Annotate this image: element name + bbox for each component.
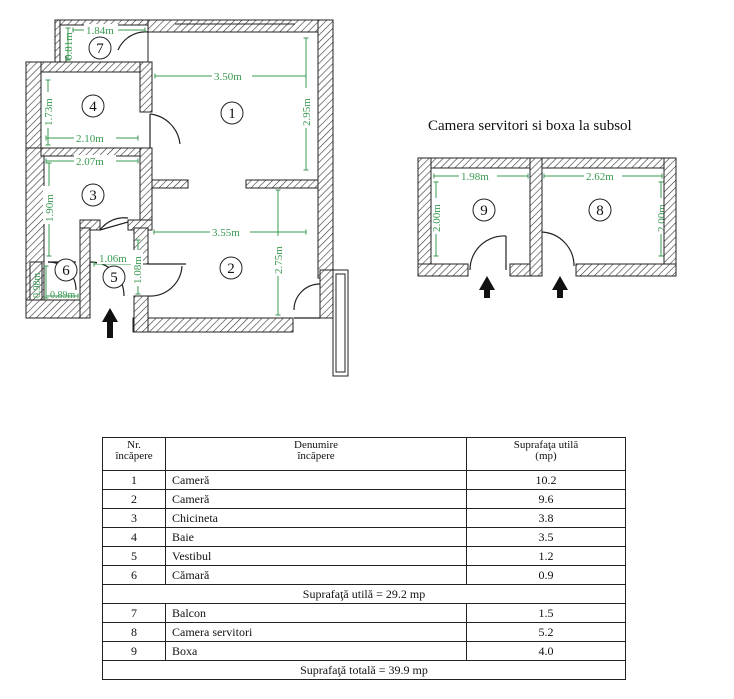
room-area-table: Nr. încăpere Denumire încăpere Suprafaţa… — [102, 437, 626, 680]
header-area-line2: (mp) — [535, 450, 557, 462]
entry-arrow-icon — [102, 308, 118, 338]
dim-pantry-depth: 0.98m — [32, 273, 43, 299]
cell-nr: 9 — [102, 641, 166, 661]
room-number-1: 1 — [228, 106, 236, 122]
dim-room3-width: 2.07m — [76, 156, 104, 168]
header-nr-line2: încăpere — [115, 450, 153, 462]
cell-nr: 7 — [102, 603, 166, 623]
cell-area: 3.8 — [466, 508, 626, 528]
cell-nr: 6 — [102, 565, 166, 585]
table-row: 4 Baie 3.5 — [102, 527, 626, 547]
table-row: 8 Camera servitori 5.2 — [102, 622, 626, 642]
cell-name: Balcon — [165, 603, 467, 623]
dim-room1-depth: 2.95m — [301, 98, 313, 126]
cell-area: 0.9 — [466, 565, 626, 585]
header-nr-line1: Nr. — [127, 439, 141, 451]
cell-area: 5.2 — [466, 622, 626, 642]
cell-nr: 3 — [102, 508, 166, 528]
basement-walls — [417, 157, 677, 277]
basement-arrow-9-icon — [479, 276, 495, 298]
room-number-5: 5 — [110, 270, 118, 286]
summary-row-total-area: Suprafaţă totală = 39.9 mp — [102, 660, 626, 680]
cell-name: Baie — [165, 527, 467, 547]
header-name: Denumire încăpere — [165, 437, 467, 471]
dim-hall-depth: 1.08m — [132, 256, 144, 284]
header-name-line1: Denumire — [294, 439, 338, 451]
table-row: 9 Boxa 4.0 — [102, 641, 626, 661]
cell-nr: 4 — [102, 527, 166, 547]
cell-area: 10.2 — [466, 470, 626, 490]
table-row: 7 Balcon 1.5 — [102, 603, 626, 623]
basement-title: Camera servitori si boxa la subsol — [428, 118, 632, 134]
dim-room4-width: 2.10m — [76, 133, 104, 145]
cell-name: Boxa — [165, 641, 467, 661]
cell-nr: 5 — [102, 546, 166, 566]
dim-room9-depth: 2.00m — [431, 204, 443, 232]
dim-hall-width: 1.06m — [99, 253, 127, 265]
summary-useful-area: Suprafaţă utilă = 29.2 mp — [102, 584, 626, 604]
table-row: 6 Cămară 0.9 — [102, 565, 626, 585]
cell-name: Chicineta — [165, 508, 467, 528]
room-markers: 7 1 4 3 2 6 5 9 8 — [54, 36, 612, 289]
right-balcony-frame — [332, 269, 349, 377]
pantry-frame — [29, 261, 43, 301]
cell-name: Vestibul — [165, 546, 467, 566]
room-number-2: 2 — [227, 261, 235, 277]
dim-room2-depth: 2.75m — [273, 246, 285, 274]
cell-name: Cameră — [165, 470, 467, 490]
room-number-4: 4 — [89, 99, 97, 115]
dim-room4-depth: 1.73m — [43, 98, 55, 126]
table-row: 2 Cameră 9.6 — [102, 489, 626, 509]
dimension-labels: 1.84m 0.81m 3.50m 2.95m 1.73m 2.10m 2.07… — [32, 24, 668, 301]
room-number-8: 8 — [596, 203, 604, 219]
cell-nr: 2 — [102, 489, 166, 509]
dim-room1-width: 3.50m — [214, 71, 242, 83]
cell-name: Camera servitori — [165, 622, 467, 642]
basement-entry-arrows — [479, 276, 568, 298]
dim-balcony-width: 1.84m — [86, 25, 114, 37]
apartment-walls — [25, 19, 334, 333]
cell-area: 1.5 — [466, 603, 626, 623]
windows — [25, 19, 295, 240]
room-number-3: 3 — [89, 188, 97, 204]
table-header-row: Nr. încăpere Denumire încăpere Suprafaţa… — [102, 437, 626, 471]
floor-plan: 1.84m 0.81m 3.50m 2.95m 1.73m 2.10m 2.07… — [25, 19, 677, 377]
room-number-9: 9 — [480, 203, 488, 219]
cell-area: 9.6 — [466, 489, 626, 509]
basement-arrow-8-icon — [552, 276, 568, 298]
dim-pantry-width: 0.89m — [50, 290, 76, 301]
table-row: 5 Vestibul 1.2 — [102, 546, 626, 566]
basement-doors — [469, 231, 575, 271]
dim-room9-width: 1.98m — [461, 171, 489, 183]
header-area-line1: Suprafaţa utilă — [513, 439, 579, 451]
cell-area: 3.5 — [466, 527, 626, 547]
cell-area: 1.2 — [466, 546, 626, 566]
header-nr: Nr. încăpere — [102, 437, 166, 471]
dim-room3-depth: 1.90m — [44, 194, 56, 222]
cell-name: Cameră — [165, 489, 467, 509]
room-number-6: 6 — [62, 263, 70, 279]
summary-row-useful-area: Suprafaţă utilă = 29.2 mp — [102, 584, 626, 604]
cell-area: 4.0 — [466, 641, 626, 661]
dim-room2-width: 3.55m — [212, 227, 240, 239]
header-area: Suprafaţa utilă (mp) — [466, 437, 626, 471]
dim-balcony-depth: 0.81m — [63, 32, 75, 60]
cell-nr: 1 — [102, 470, 166, 490]
room-number-7: 7 — [96, 41, 104, 57]
table-row: 3 Chicineta 3.8 — [102, 508, 626, 528]
cell-nr: 8 — [102, 622, 166, 642]
dim-room8-width: 2.62m — [586, 171, 614, 183]
header-name-line2: încăpere — [297, 450, 335, 462]
summary-total-area: Suprafaţă totală = 39.9 mp — [102, 660, 626, 680]
table-row: 1 Cameră 10.2 — [102, 470, 626, 490]
cell-name: Cămară — [165, 565, 467, 585]
